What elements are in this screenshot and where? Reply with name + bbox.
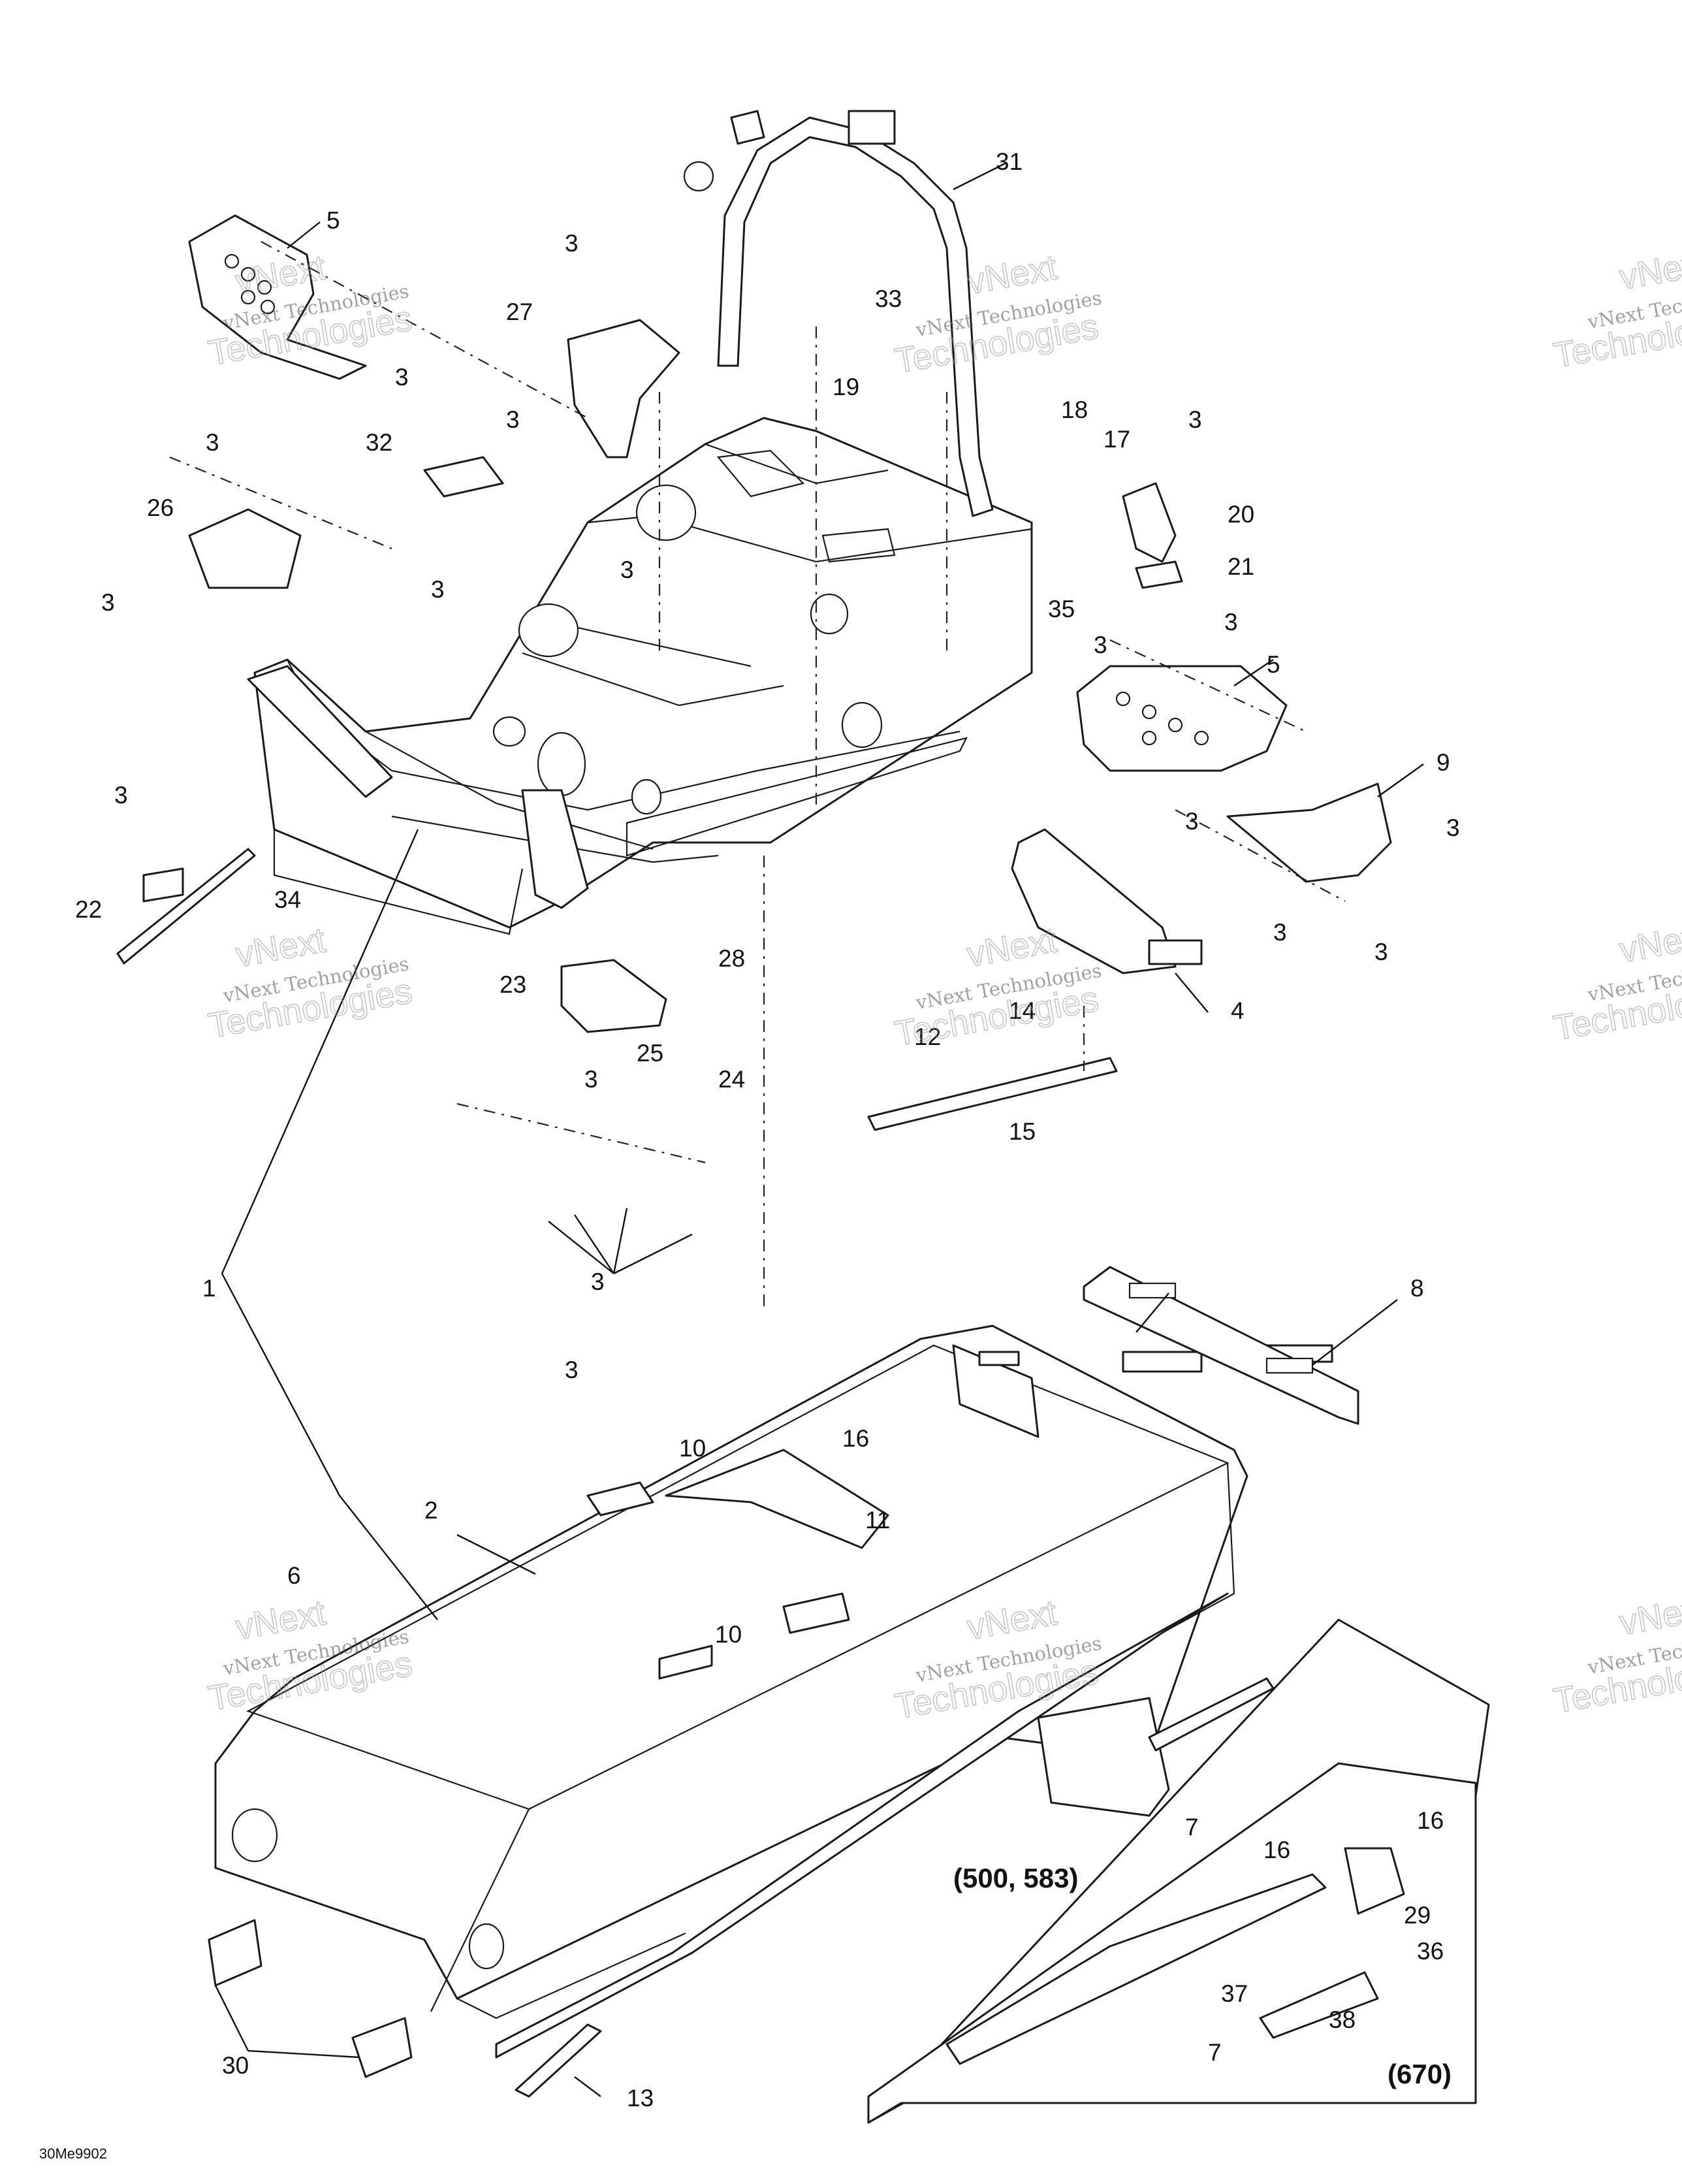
callout-33: 33 (875, 285, 902, 312)
callout-19: 19 (833, 374, 859, 400)
block-32 (423, 456, 504, 498)
watermark: vNext vNext Technologies Technologies (1550, 915, 1682, 1048)
callout-1: 1 (202, 1275, 216, 1302)
callout-36: 36 (1417, 1938, 1444, 1965)
callout-3: 3 (1224, 609, 1238, 635)
column-support-4 (1011, 828, 1203, 974)
callout-38: 38 (1329, 2006, 1356, 2033)
callout-35: 35 (1048, 596, 1075, 622)
callout-7: 7 (1208, 2039, 1222, 2066)
inset-670 (867, 1762, 1477, 2124)
watermark: vNext vNext Technologies Technologies (1550, 1588, 1682, 1721)
bracket-20-21 (1122, 482, 1183, 589)
callout-21: 21 (1228, 553, 1254, 580)
leader-lines (214, 162, 1424, 2097)
callout-13: 13 (627, 2085, 654, 2112)
callout-3: 3 (1188, 406, 1202, 433)
svg-text:vNext: vNext (1617, 243, 1682, 297)
upper-frame (247, 417, 1033, 935)
callout-18: 18 (1061, 396, 1088, 423)
callout-27: 27 (506, 298, 533, 325)
svg-text:vNext: vNext (1617, 1588, 1682, 1643)
callout-14: 14 (1009, 997, 1036, 1024)
pin-13 (515, 2023, 602, 2098)
footrest-right (1076, 665, 1288, 772)
tunnel (214, 1325, 1333, 2059)
svg-text:vNext: vNext (964, 920, 1059, 974)
callout-20: 20 (1228, 501, 1254, 528)
bracket-23 (560, 959, 667, 1033)
callout-32: 32 (366, 429, 392, 456)
callout-3: 3 (506, 406, 520, 433)
rod-22 (116, 848, 256, 965)
callout-5: 5 (326, 207, 340, 234)
callout-11: 11 (865, 1507, 890, 1534)
callout-2: 2 (424, 1497, 438, 1524)
plate-8 (1083, 1266, 1359, 1425)
svg-text:vNext: vNext (964, 248, 1059, 302)
parts-10-11 (586, 1449, 889, 1634)
callout-3: 3 (1094, 632, 1107, 658)
callout-25: 25 (637, 1040, 663, 1067)
callout-3: 3 (1185, 808, 1199, 835)
callout-6: 6 (287, 1562, 301, 1589)
callout-12: 12 (914, 1023, 941, 1050)
svg-text:vNext: vNext (232, 920, 328, 974)
callout-3: 3 (114, 782, 128, 809)
callout-3: 3 (1273, 919, 1287, 946)
callout-3: 3 (565, 230, 579, 257)
callout-3: 3 (620, 556, 634, 583)
bracket-27 (567, 319, 680, 458)
svg-text:vNext: vNext (1617, 916, 1682, 970)
callout-15: 15 (1009, 1118, 1036, 1145)
callout-5: 5 (1267, 651, 1280, 678)
callout-7: 7 (1185, 1814, 1199, 1840)
callout-26: 26 (147, 494, 174, 521)
callout-3: 3 (431, 576, 445, 603)
plates-30 (208, 1919, 413, 2078)
variant-label-670: (670) (1388, 2059, 1452, 2089)
callout-3: 3 (206, 429, 219, 456)
callout-8: 8 (1410, 1275, 1424, 1302)
callout-3: 3 (591, 1268, 605, 1295)
bar-12 (867, 1057, 1118, 1131)
callout-3: 3 (101, 589, 115, 616)
watermark: vNext vNext Technologies Technologies (1550, 242, 1682, 376)
callout-31: 31 (996, 148, 1023, 175)
callout-10: 10 (715, 1621, 742, 1648)
callout-34: 34 (274, 886, 301, 913)
footrest-left (188, 214, 367, 380)
callout-3: 3 (584, 1066, 598, 1093)
plate-26 (188, 508, 302, 589)
callout-3: 3 (1446, 814, 1460, 841)
callout-9: 9 (1436, 749, 1450, 776)
variant-label-500-583: (500, 583) (953, 1863, 1078, 1893)
svg-text:vNext: vNext (232, 1593, 328, 1647)
callout-3: 3 (565, 1357, 579, 1383)
watermark: vNext vNext Technologies Technologies (891, 247, 1103, 381)
steering-loop (683, 110, 994, 517)
callout-30: 30 (222, 2052, 249, 2079)
brace-9 (1226, 782, 1392, 883)
callout-22: 22 (75, 896, 102, 923)
callout-28: 28 (718, 945, 745, 972)
callout-17: 17 (1103, 426, 1130, 453)
callout-4: 4 (1231, 997, 1245, 1024)
callout-10: 10 (679, 1435, 706, 1462)
callout-16: 16 (1417, 1807, 1444, 1834)
callout-37: 37 (1221, 1980, 1248, 2007)
callout-23: 23 (500, 971, 526, 998)
alignment-lines (169, 241, 1346, 1306)
callout-16: 16 (842, 1425, 869, 1452)
callout-3: 3 (1374, 939, 1388, 965)
figure-reference: 30Me9902 (39, 2145, 107, 2162)
callout-29: 29 (1404, 1902, 1431, 1929)
callout-3: 3 (395, 364, 409, 391)
callout-16: 16 (1263, 1837, 1290, 1863)
callout-24: 24 (718, 1066, 745, 1093)
watermark: vNext vNext Technologies Technologies (205, 920, 415, 1046)
